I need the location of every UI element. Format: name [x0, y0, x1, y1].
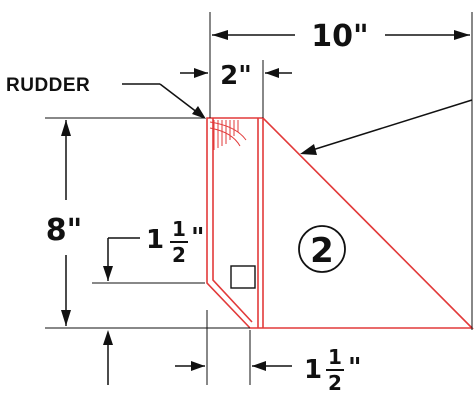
bottom-offset-numerator: 1 — [328, 345, 342, 369]
overall-width-label: 10" — [311, 19, 368, 54]
dim-bottom-offset: 1 1 2 " — [175, 310, 362, 393]
rudder-hatch — [209, 120, 247, 150]
small-square — [230, 265, 256, 289]
rudder-inner-edge — [212, 118, 253, 323]
bottom-offset-denominator: 2 — [328, 371, 342, 393]
dim-overall-width: 10" — [209, 12, 473, 330]
rudder-callout: RUDDER — [6, 75, 206, 119]
part-body — [206, 117, 474, 329]
left-offset-numerator: 1 — [172, 217, 186, 241]
part-number-badge: 2 — [298, 225, 346, 273]
dim-left-offset: 1 1 2 " — [92, 217, 205, 385]
rudder-width-label: 2" — [220, 61, 252, 91]
part-outline — [206, 117, 474, 329]
bottom-offset-unit: " — [348, 353, 362, 383]
left-offset-whole: 1 — [146, 225, 164, 255]
height-label: 8" — [46, 213, 83, 248]
rudder-label: RUDDER — [6, 75, 90, 96]
part-number: 2 — [310, 231, 334, 271]
left-offset-denominator: 2 — [172, 243, 186, 267]
bottom-offset-whole: 1 — [304, 355, 322, 385]
hypotenuse-leader — [300, 99, 473, 155]
left-offset-unit: " — [191, 223, 205, 253]
dim-height: 8" — [45, 117, 250, 329]
dim-rudder-width: 2" — [180, 60, 292, 118]
